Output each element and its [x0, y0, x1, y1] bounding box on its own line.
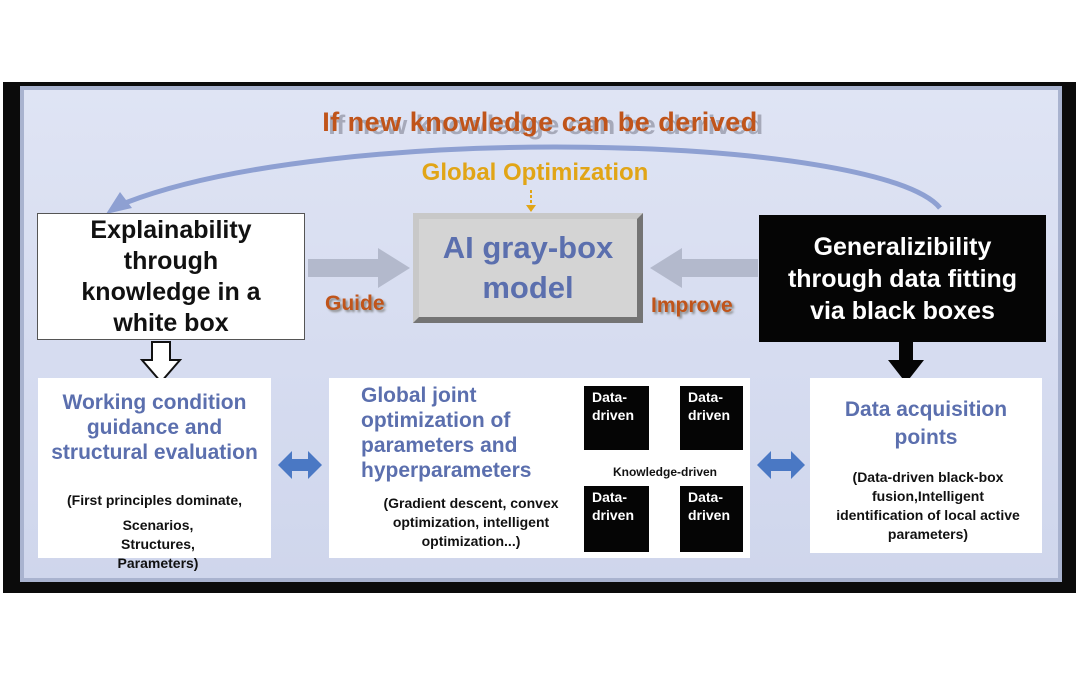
feedback-banner: If new knowledge can be derived If new k…: [290, 107, 790, 143]
right-card-title: Data acquisition points: [844, 398, 1008, 449]
improve-label: Improve: [651, 294, 733, 317]
right-card-sub: (Data-driven black-box fusion,Intelligen…: [836, 469, 1020, 542]
double-arrow-right: [757, 451, 805, 479]
black-box-node: Generalizibility through data fitting vi…: [759, 215, 1046, 342]
feedback-arc: [119, 144, 942, 210]
banner-shadow-text: If new knowledge can be derived: [328, 110, 764, 140]
double-arrow-left: [278, 451, 322, 479]
left-card: Working condition guidance and structura…: [38, 378, 271, 571]
improve-arrow-shaft: [680, 259, 758, 277]
guide-arrowhead: [378, 248, 410, 288]
data-driven-tile-4: Data-driven: [680, 486, 743, 552]
gray-box-text: AI gray-box model: [442, 230, 614, 305]
guide-label: Guide: [325, 292, 385, 315]
black-down-arrowhead: [888, 360, 924, 383]
improve-arrowhead: [650, 248, 682, 288]
data-driven-tile-1: Data-driven: [584, 386, 649, 450]
global-optimization-label: Global Optimization: [421, 159, 649, 186]
left-card-sub: (First principles dominate,: [66, 492, 243, 508]
left-card-title: Working condition guidance and structura…: [51, 391, 258, 464]
right-card: Data acquisition points (Data-driven bla…: [810, 378, 1042, 553]
banner-text: If new knowledge can be derived: [322, 107, 758, 137]
white-box-text: Explainability through knowledge in a wh…: [81, 215, 261, 337]
gray-box-node: AI gray-box model: [413, 213, 643, 323]
black-box-text: Generalizibility through data fitting vi…: [787, 232, 1018, 325]
black-down-shaft: [899, 342, 913, 362]
knowledge-driven-label: Knowledge-driven: [585, 461, 745, 483]
hollow-down-arrow: [139, 341, 183, 384]
data-driven-tile-2: Data-driven: [680, 386, 743, 450]
guide-arrow-shaft: [308, 259, 380, 277]
middle-card-title: Global joint optimization of parameters …: [361, 384, 532, 482]
middle-card-sub: (Gradient descent, convex optimization, …: [383, 495, 559, 549]
white-box-node: Explainability through knowledge in a wh…: [37, 213, 305, 340]
left-card-sub-2: Scenarios, Structures, Parameters): [117, 517, 199, 571]
middle-card: Global joint optimization of parameters …: [329, 378, 750, 558]
feedback-arrowhead: [106, 192, 132, 214]
global-opt-arrowhead: [526, 205, 536, 212]
data-driven-tile-3: Data-driven: [584, 486, 649, 552]
